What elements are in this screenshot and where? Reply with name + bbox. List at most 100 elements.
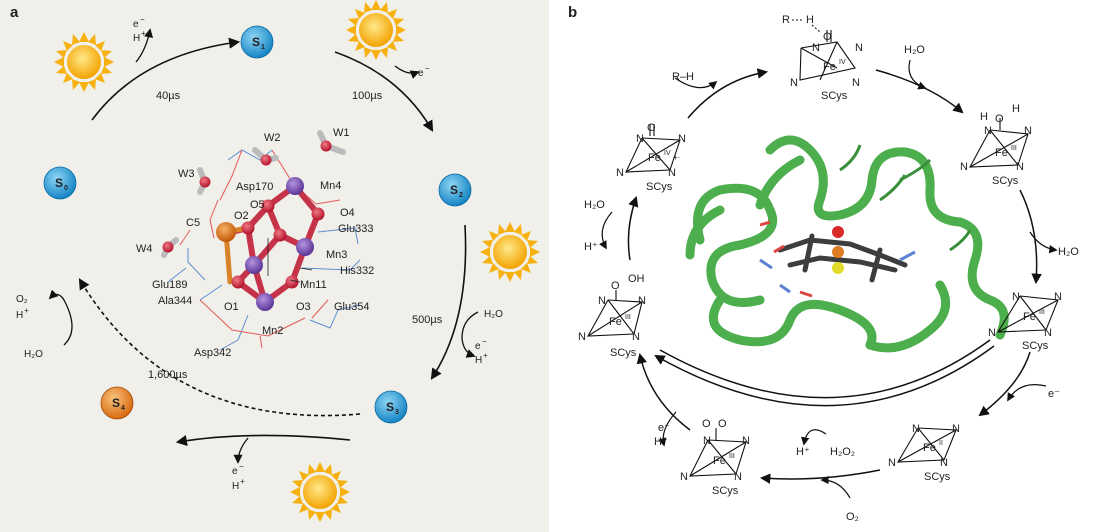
label-glu354: Glu354 <box>334 301 369 313</box>
arrow-water-out-left <box>599 211 613 250</box>
state-s0: S 0 <box>43 166 77 200</box>
oxygen-label: O₂ <box>846 511 859 523</box>
p450-cycle-arrows <box>599 59 1058 499</box>
label-his332: His332 <box>340 265 374 277</box>
o1-atom <box>231 275 245 289</box>
sun-icon <box>290 462 350 522</box>
arrow-release-e-h-4 <box>233 437 249 464</box>
label-glu333: Glu333 <box>338 223 373 235</box>
n-atom: N <box>952 423 960 435</box>
label-glu189: Glu189 <box>152 279 187 291</box>
state-s0-sub: 0 <box>64 185 68 192</box>
mn3-atom <box>296 238 314 256</box>
label-mn4: Mn4 <box>320 180 341 192</box>
time-s4-s0: 1,600µs <box>148 369 188 381</box>
cys-label: SCys <box>646 181 673 193</box>
arrow-s4-s0-dashed <box>78 278 361 417</box>
arrow-o2-release <box>48 289 73 346</box>
byproducts-a: e − H + e − H₂O e − H + e − H + O₂ H + H… <box>16 15 503 492</box>
n-atom: N <box>940 457 948 469</box>
radical-cation: +· <box>673 153 680 162</box>
oxidation-state: III <box>1011 145 1017 152</box>
electron-label: e <box>133 19 139 30</box>
calcium-atom <box>216 222 236 242</box>
n-atom: N <box>852 77 860 89</box>
state-s3-label: S <box>386 400 394 414</box>
n-atom: N <box>855 42 863 54</box>
n-atom: N <box>1016 161 1024 173</box>
plus-sign: + <box>240 477 245 486</box>
arrow-s2-s3 <box>430 224 467 380</box>
proton-label: H <box>475 355 482 366</box>
fe-label: Fe <box>609 316 622 328</box>
residue-labels: W1 W2 W3 W4 Asp170 Mn4 O5 O2 O4 Glu333 C… <box>136 127 374 359</box>
arrow-release-e-1 <box>394 65 420 79</box>
n-atom: N <box>1024 125 1032 137</box>
fe-label: Fe <box>923 442 936 454</box>
fe-label: Fe <box>713 455 726 467</box>
o-atom: O <box>823 31 832 43</box>
state-s2-sub: 2 <box>459 192 463 199</box>
electron-label: e <box>418 68 424 79</box>
plus-sign: + <box>483 351 488 360</box>
species-ferric-pentacoord <box>996 295 1059 333</box>
arrow-top-right1 <box>875 69 964 114</box>
fe-label: Fe <box>648 152 661 164</box>
arrow-release-e-h-1 <box>135 28 154 63</box>
label-o3: O3 <box>296 301 311 313</box>
o-bridge-atom <box>273 228 287 242</box>
arrow-e-in-1 <box>1007 384 1047 402</box>
state-s4-label: S <box>112 396 120 410</box>
label-c5: C5 <box>186 217 200 229</box>
oxidation-state: IV <box>839 59 846 66</box>
cys-label: SCys <box>712 485 739 497</box>
arrow-bottom-left1 <box>636 352 691 431</box>
plus-sign: + <box>141 29 146 38</box>
sulfur-atom <box>832 262 844 274</box>
n-atom: N <box>638 295 646 307</box>
electron-label: e <box>475 341 481 352</box>
water-label: H₂O <box>584 199 605 211</box>
o-atom: O <box>611 280 620 292</box>
panel-a-background <box>0 0 549 532</box>
state-s0-label: S <box>55 176 63 190</box>
n-atom: N <box>742 435 750 447</box>
time-s0-s1: 40µs <box>156 90 181 102</box>
proton-label: H <box>133 33 140 44</box>
water-molecules <box>161 130 346 258</box>
water-label: H₂O <box>904 44 925 56</box>
p450-protein-structure <box>685 135 1009 353</box>
label-o4: O4 <box>340 207 355 219</box>
species-ferrous <box>897 427 957 463</box>
o-atom: O <box>702 418 711 430</box>
n-atom: N <box>790 77 798 89</box>
sun-icon <box>54 32 114 92</box>
arrow-water-in <box>908 59 927 90</box>
oxygen-label: O₂ <box>16 294 28 305</box>
peroxide-label: H₂O₂ <box>830 446 855 458</box>
heme-species: N N N N O Fe IV SCys R H H O H N N N N <box>578 14 1062 497</box>
substrate-label: R–H <box>672 71 694 83</box>
mn2-atom <box>256 293 274 311</box>
arrow-rh-in <box>674 77 718 90</box>
panel-a-label: a <box>10 4 19 21</box>
pointer-lines <box>267 238 313 283</box>
oxidation-state: III <box>1039 309 1045 316</box>
shunt-arrow-outer <box>659 339 991 399</box>
o-atom: O <box>995 113 1004 125</box>
arrow-left1-left2 <box>627 196 639 261</box>
electron-label: e⁻ <box>658 422 670 434</box>
n-atom: N <box>578 331 586 343</box>
n-atom: N <box>912 423 920 435</box>
label-mn2: Mn2 <box>262 325 283 337</box>
n-atom: N <box>1054 291 1062 303</box>
species-compound-i <box>625 124 681 173</box>
fe-label: Fe <box>995 147 1008 159</box>
n-atom: N <box>680 471 688 483</box>
species-aquo-resting <box>969 118 1029 168</box>
minus-sign: − <box>482 337 487 346</box>
arrow-bottomright-bottom <box>759 469 881 484</box>
h-atom: H <box>980 111 988 123</box>
o3-atom <box>285 275 299 289</box>
